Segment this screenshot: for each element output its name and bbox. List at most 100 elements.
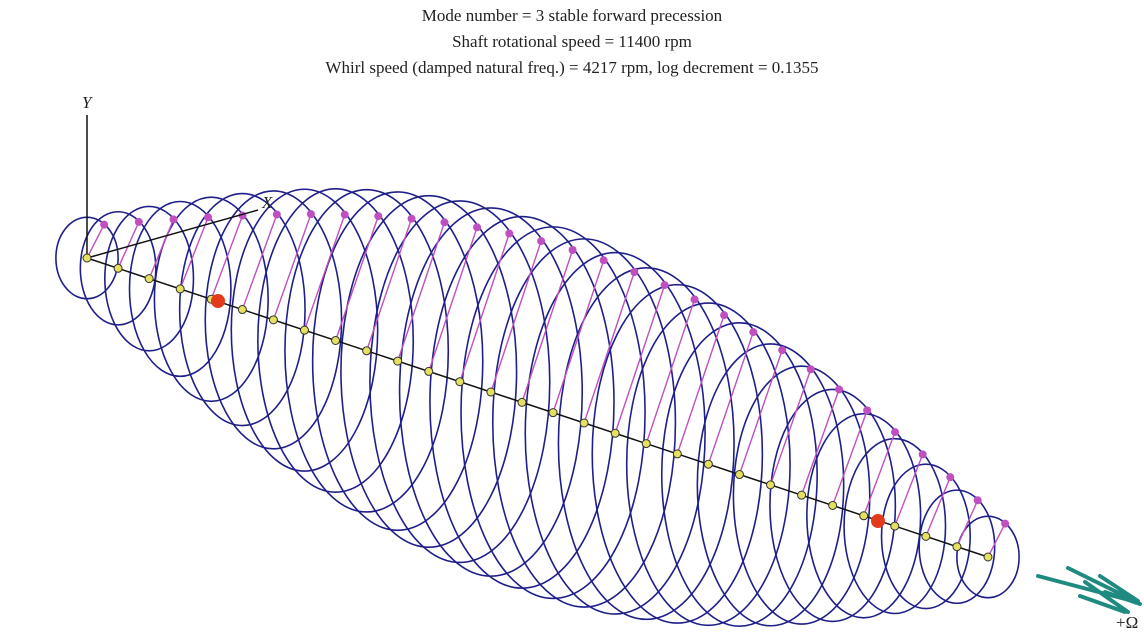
station-nodes-group: [82, 253, 993, 562]
rotation-direction-label: +Ω: [1116, 613, 1138, 632]
mode-shape-spoke: [428, 227, 478, 372]
mode-shape-spoke: [769, 369, 812, 486]
shaft-station-node: [952, 542, 962, 552]
mode-shape-spoke: [397, 222, 446, 362]
whirl-orbit: [956, 515, 1020, 599]
mode-shape-point: [891, 428, 900, 437]
whirl-orbit: [257, 188, 415, 493]
whirl-orbit: [153, 196, 269, 403]
mode-shape-point: [630, 268, 639, 277]
shaft-centerline: [86, 257, 989, 558]
shaft-station-node: [859, 511, 869, 521]
whirl-orbit: [204, 190, 343, 450]
shaft-station-node: [362, 346, 372, 356]
mode-shape-point: [306, 210, 315, 219]
mode-shape-point: [272, 210, 281, 219]
shaft-station-node: [579, 418, 589, 428]
shaft-station-node: [299, 325, 309, 335]
whirl-orbit: [660, 322, 818, 627]
mode-shape-spoke: [334, 215, 379, 341]
mode-shape-point: [537, 237, 546, 246]
whirl-orbit: [128, 200, 232, 378]
mode-shape-point: [806, 365, 815, 374]
mode-shape-point: [946, 473, 955, 482]
mode-shape-spoke: [800, 389, 840, 496]
bearings-group: [211, 294, 885, 528]
mode-shape-spoke: [894, 454, 924, 527]
mode-shape-spoke: [179, 216, 209, 290]
mode-shape-spoke: [490, 240, 542, 393]
whirl-orbit: [696, 343, 845, 627]
mode-shape-spoke: [459, 233, 510, 382]
mode-shape-point: [749, 328, 758, 337]
shaft-station-node: [331, 335, 341, 345]
x-axis-label: X: [261, 193, 273, 212]
mode-shape-point: [568, 245, 577, 254]
mode-shape-spoke: [614, 284, 666, 434]
whirl-orbit: [880, 463, 971, 610]
shaft-station-node: [921, 531, 931, 541]
whirl-orbit: [557, 267, 735, 621]
mode-shape-spoke: [241, 214, 278, 310]
shaft-station-node: [734, 470, 744, 480]
whirl-orbit: [284, 188, 450, 513]
axes-group: Y X: [82, 93, 273, 259]
whirl-orbit: [104, 205, 195, 352]
mode-shape-spoke: [117, 221, 140, 269]
shaft-station-node: [797, 490, 807, 500]
shaft-station-node: [455, 377, 465, 387]
shaft-station-node: [517, 397, 527, 407]
mode-shape-group: [86, 210, 1010, 558]
mode-shape-point: [863, 406, 872, 415]
mode-shape-spoke: [303, 214, 346, 331]
mode-shape-point: [778, 346, 787, 355]
mode-shape-point: [340, 210, 349, 219]
whirl-orbit: [732, 365, 871, 625]
mode-shape-spoke: [831, 410, 868, 506]
shaft-station-node: [548, 408, 558, 418]
whirl-speed-title: Whirl speed (damped natural freq.) = 421…: [325, 58, 819, 77]
whirl-orbits-group: [55, 188, 1020, 627]
mode-shape-point: [599, 256, 608, 265]
shaft-station-node: [424, 366, 434, 376]
mode-shape-point: [473, 223, 482, 232]
mode-shape-spoke: [365, 218, 413, 352]
shaft-station-node: [703, 459, 713, 469]
shaft-station-node: [983, 552, 993, 562]
shaft-station-node: [268, 315, 278, 325]
mode-shape-point: [204, 213, 213, 222]
mode-shape-point: [134, 217, 143, 226]
mode-shape-point: [505, 229, 514, 238]
whirl-orbit: [369, 200, 551, 564]
shaft-station-node: [175, 284, 185, 294]
shaft-station-node: [486, 387, 496, 397]
rotation-arrow-group: +Ω: [1036, 566, 1142, 632]
mode-shape-spoke: [956, 500, 979, 547]
rotation-arrow-icon: [1036, 566, 1142, 614]
whirl-orbit: [806, 412, 922, 619]
mode-shape-spoke: [521, 249, 574, 403]
mode-shape-spoke: [707, 331, 754, 465]
mode-shape-spoke: [925, 476, 951, 537]
mode-shape-point: [100, 220, 109, 229]
whirl-orbit: [625, 302, 791, 627]
whirl-orbit: [460, 226, 646, 600]
shaft-station-node: [672, 449, 682, 459]
shaft-station-node: [393, 356, 403, 366]
whirl-orbit: [79, 210, 157, 326]
bearing-marker: [211, 294, 225, 308]
whirl-orbit: [230, 188, 379, 472]
shaft-station-node: [113, 263, 123, 273]
mode-shape-spoke: [987, 523, 1006, 558]
mode-number-title: Mode number = 3 stable forward precessio…: [421, 6, 723, 25]
mode-shape-point: [440, 218, 449, 227]
whirl-orbit: [918, 489, 996, 605]
shaft-station-node: [828, 500, 838, 510]
shaft-station-node: [610, 428, 620, 438]
mode-shape-spoke: [552, 260, 605, 413]
whirl-orbit: [843, 437, 947, 615]
x-axis-line: [86, 209, 259, 259]
mode-shape-point: [918, 450, 927, 459]
bearing-marker: [871, 514, 885, 528]
